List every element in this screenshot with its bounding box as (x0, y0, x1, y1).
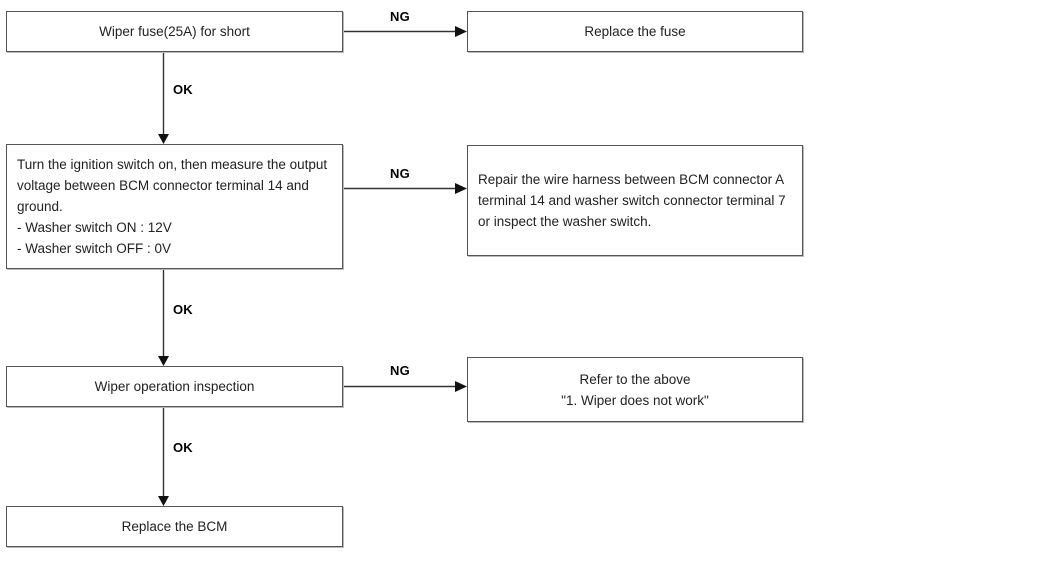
arrowhead-ok-3 (158, 496, 169, 506)
edge-label-ok-2: OK (173, 302, 193, 317)
arrowhead-ng-1 (455, 26, 467, 37)
node-wiper-operation: Wiper operation inspection (6, 366, 343, 407)
arrowhead-ng-3 (455, 381, 467, 392)
edge-label-ng-1: NG (390, 9, 410, 24)
node-wiper-operation-label: Wiper operation inspection (94, 379, 255, 394)
node-repair-harness-label: Repair the wire harness between BCM conn… (478, 172, 786, 229)
node-voltage-check-label: Turn the ignition switch on, then measur… (17, 157, 328, 256)
arrowhead-ok-2 (158, 356, 169, 366)
edge-label-ok-1: OK (173, 82, 193, 97)
node-voltage-check: Turn the ignition switch on, then measur… (6, 144, 343, 269)
node-replace-fuse-label: Replace the fuse (584, 24, 686, 39)
edge-label-ng-2: NG (390, 166, 410, 181)
node-replace-bcm-label: Replace the BCM (121, 519, 228, 534)
edge-label-ok-3: OK (173, 440, 193, 455)
node-repair-harness: Repair the wire harness between BCM conn… (467, 145, 803, 256)
arrowhead-ng-2 (455, 183, 467, 194)
arrowhead-ok-1 (158, 134, 169, 144)
node-wiper-fuse: Wiper fuse(25A) for short (6, 11, 343, 52)
edge-label-ng-3: NG (390, 363, 410, 378)
node-refer-above: Refer to the above "1. Wiper does not wo… (467, 357, 803, 422)
node-replace-fuse: Replace the fuse (467, 11, 803, 52)
node-refer-above-label: Refer to the above "1. Wiper does not wo… (561, 371, 709, 408)
node-wiper-fuse-label: Wiper fuse(25A) for short (99, 24, 250, 39)
node-replace-bcm: Replace the BCM (6, 506, 343, 547)
